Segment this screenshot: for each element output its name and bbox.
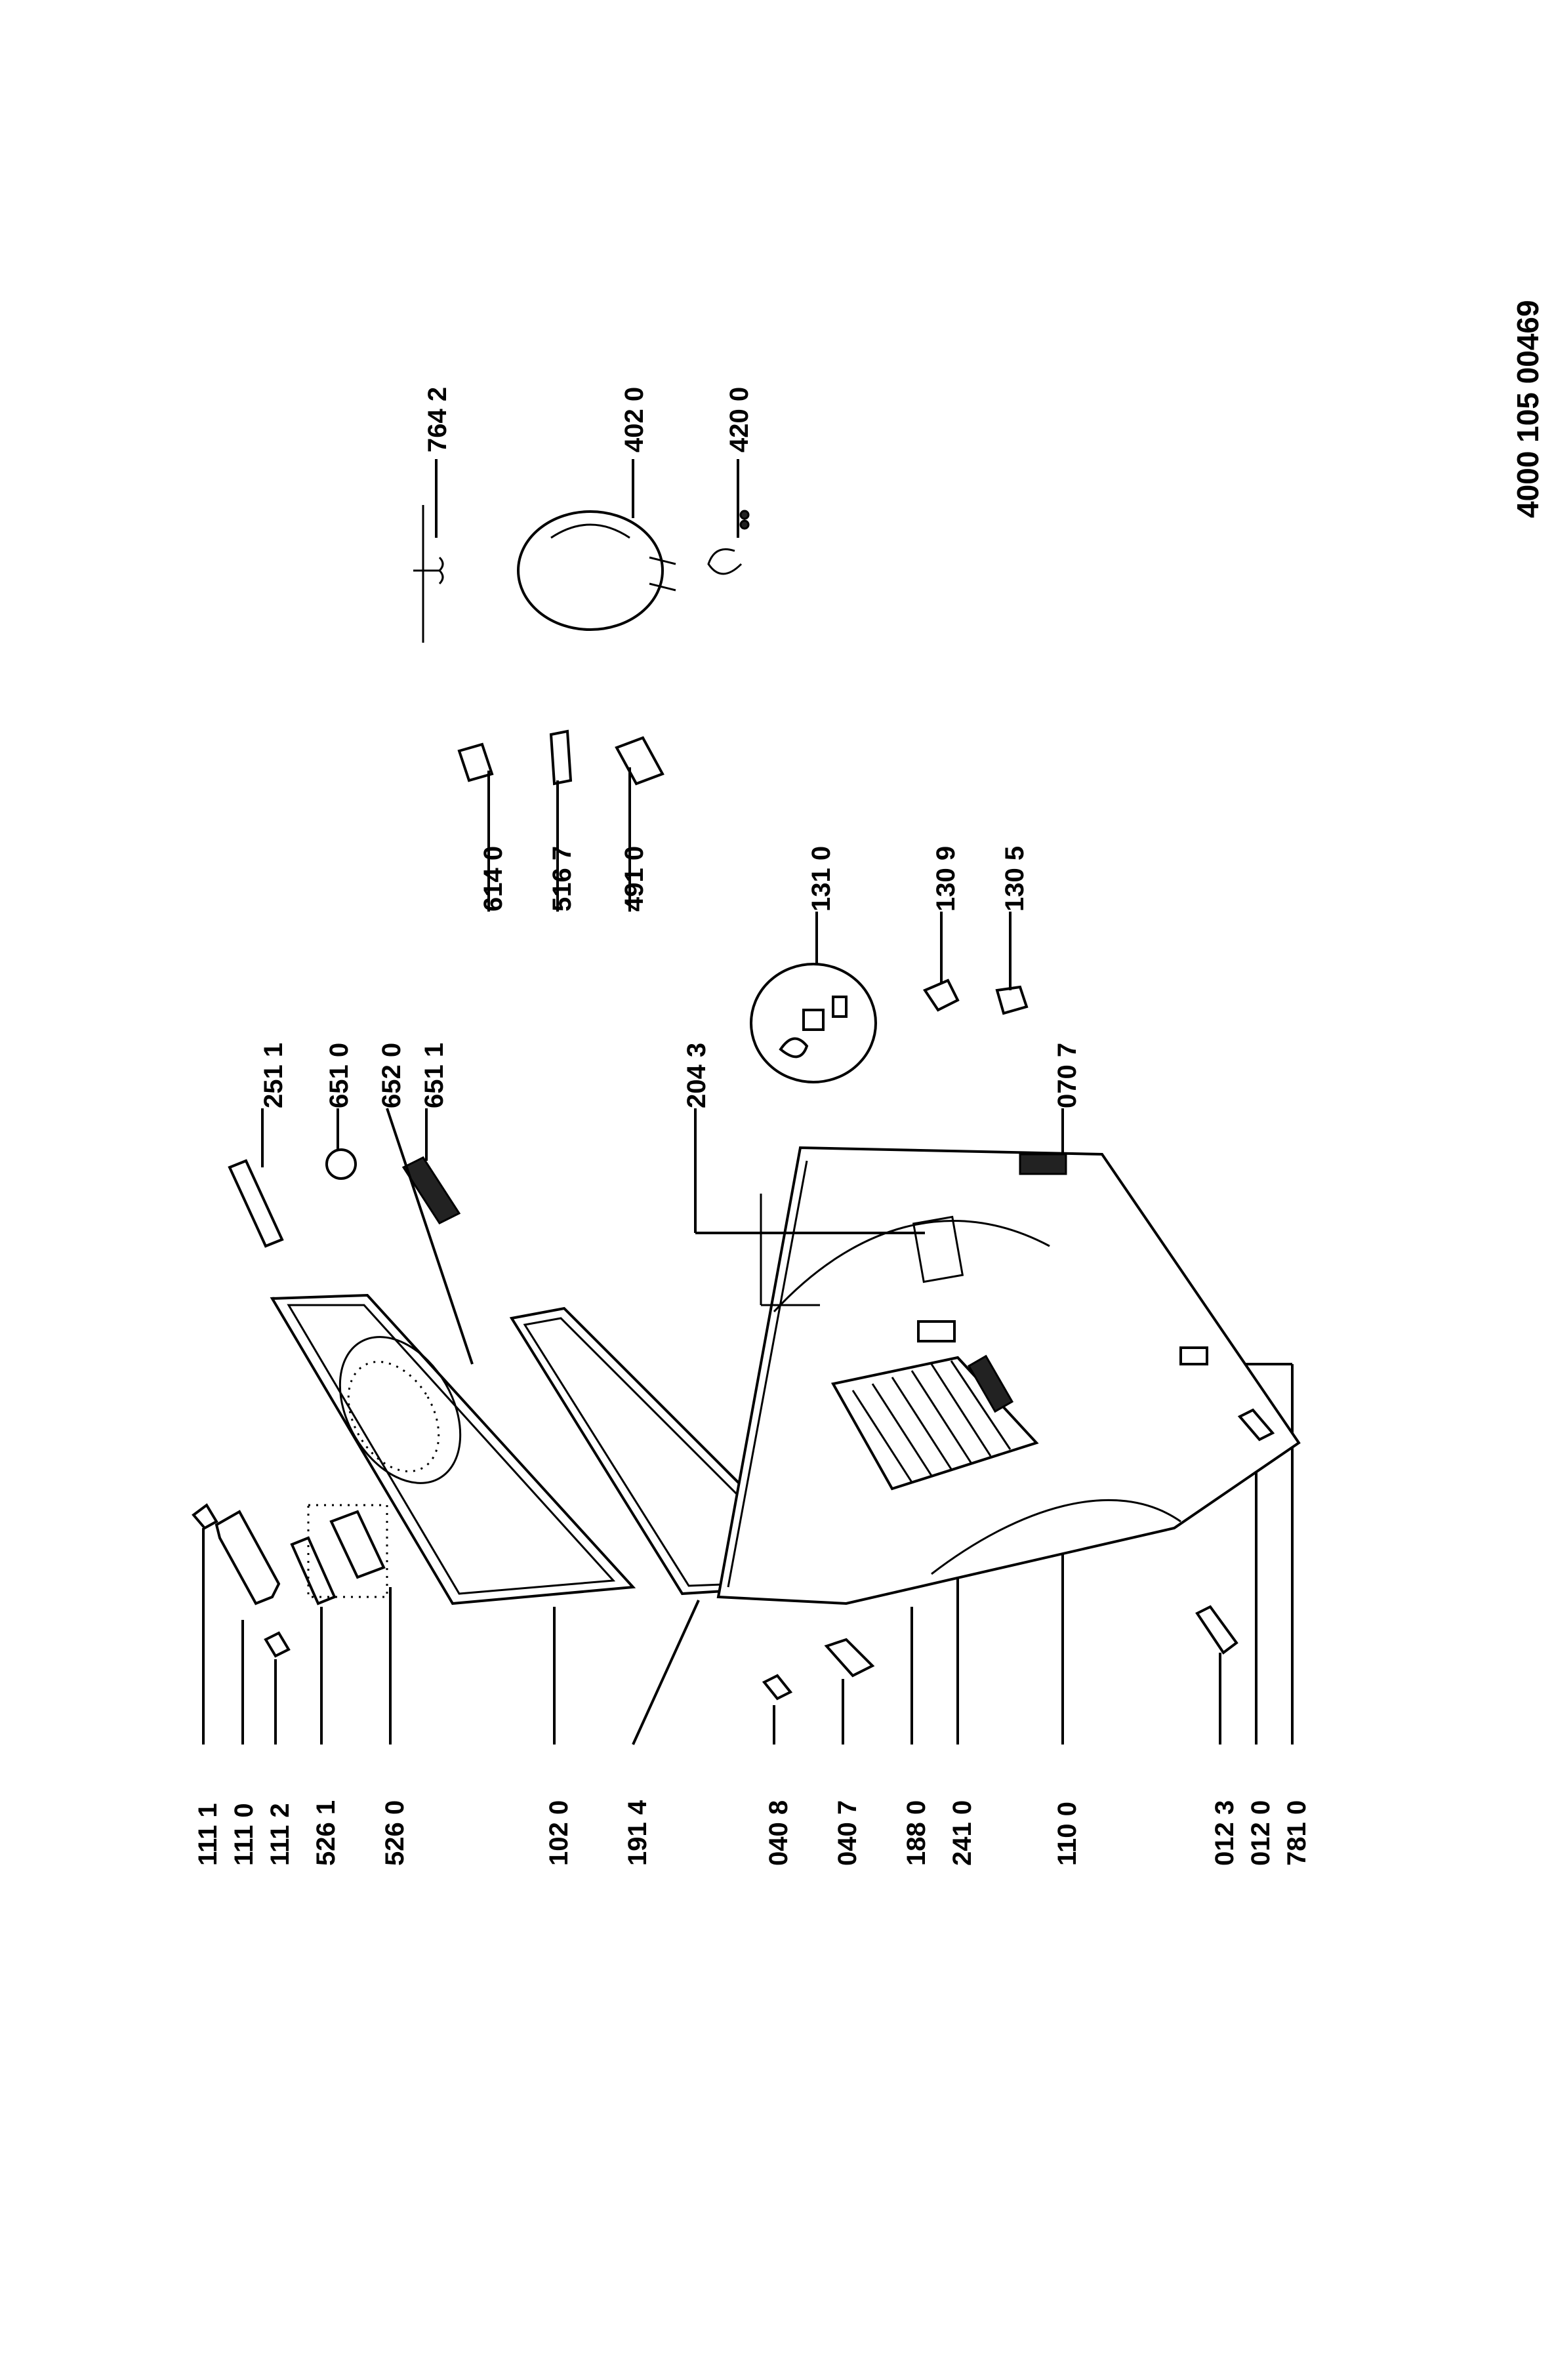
lamp-parts: [228, 1148, 461, 1248]
cabinet-foot-part: [1179, 1346, 1208, 1365]
label-652-0: 652 0: [377, 1043, 406, 1108]
lamp-labels: 251 1 651 0 652 0 651 1: [259, 1043, 449, 1108]
lid-outer: [270, 1293, 636, 1605]
label-102-0: 102 0: [544, 1800, 573, 1866]
label-614-0: 614 0: [479, 846, 508, 912]
compressor-group: [413, 505, 750, 643]
basket-divider-part: [967, 1354, 1014, 1413]
freezer-cabinet: [716, 1146, 1301, 1605]
label-111-0: 111 0: [230, 1803, 258, 1866]
label-040-7: 040 7: [833, 1800, 862, 1866]
evaporator-panel: [912, 1215, 964, 1283]
label-402-0: 402 0: [620, 387, 649, 453]
lamp-leader-lines: [261, 1108, 474, 1365]
lid-inner-frame: [287, 1304, 616, 1595]
label-651-0: 651 0: [325, 1043, 354, 1108]
label-241-0: 241 0: [948, 1800, 977, 1866]
cabinet-liner-curve: [773, 1220, 1050, 1313]
electrical-parts: [457, 729, 1029, 1083]
lock-part: [290, 1536, 337, 1605]
label-781-0: 781 0: [1282, 1800, 1311, 1866]
cabinet-body: [716, 1146, 1301, 1605]
cabinet-leader-lines: [694, 1108, 1064, 1234]
small-hinge-parts: [762, 1408, 1275, 1701]
foot-bracket-part: [1195, 1605, 1238, 1655]
label-526-1: 526 1: [312, 1800, 340, 1866]
cabinet-labels: 204 3 070 7: [682, 1043, 1082, 1108]
lamp-holder-part: [401, 1156, 461, 1224]
electrical-labels: 131 0 130 9 130 5 614 0 516 7 491 0: [479, 846, 1029, 912]
overload-part: [995, 985, 1029, 1015]
freezer-lid: [270, 1293, 636, 1605]
lamp-cover-part: [228, 1159, 284, 1248]
label-516-7: 516 7: [548, 846, 577, 912]
label-251-1: 251 1: [259, 1043, 288, 1108]
thermostat-part: [457, 742, 494, 782]
starter-part: [707, 548, 743, 575]
hinge-part: [762, 1674, 793, 1701]
label-188-0: 188 0: [902, 1800, 931, 1866]
label-191-4: 191 4: [623, 1800, 652, 1866]
label-012-0: 012 0: [1246, 1800, 1275, 1866]
label-110-0: 110 0: [1053, 1802, 1082, 1866]
leveling-foot-part: [1237, 1408, 1275, 1442]
label-130-9: 130 9: [931, 846, 960, 912]
compressor-labels: 764 2 402 0 420 0: [423, 387, 754, 453]
lid-handle-parts: [192, 1503, 388, 1658]
handle-end-cap-part: [192, 1503, 218, 1530]
filter-drier-part: [413, 556, 444, 585]
label-651-1: 651 1: [420, 1043, 449, 1108]
label-111-2: 111 2: [266, 1803, 295, 1866]
control-panel-part: [329, 1510, 386, 1579]
compressor-bracket-part: [615, 736, 665, 786]
label-040-8: 040 8: [764, 1800, 793, 1866]
label-204-3: 204 3: [682, 1043, 711, 1108]
handle-end-cap-part-2: [264, 1631, 291, 1658]
capillary-bracket-part: [549, 729, 573, 786]
label-111-1: 111 1: [194, 1803, 222, 1866]
thermostat-knob-housing: [917, 1320, 956, 1342]
lid-handle-part: [215, 1510, 281, 1605]
label-526-0: 526 0: [380, 1800, 409, 1866]
compressor-body: [517, 510, 664, 631]
control-panel-outline: [307, 1504, 388, 1598]
electrical-leader-lines: [487, 767, 1012, 990]
vent-grille-part: [1019, 1153, 1067, 1175]
label-130-5: 130 5: [1000, 846, 1029, 912]
lamp-bulb-part: [325, 1148, 357, 1180]
label-070-7: 070 7: [1053, 1043, 1082, 1108]
compressor-leader-lines: [435, 459, 739, 538]
drain-plug-part: [824, 1638, 875, 1678]
label-012-3: 012 3: [1210, 1800, 1239, 1866]
label-131-0: 131 0: [807, 846, 836, 912]
left-labels: 111 1 111 0 111 2 526 1 526 0 102 0 191 …: [194, 1800, 1311, 1866]
relay-part: [923, 978, 960, 1012]
document-code: 4000 105 00469: [1511, 300, 1545, 518]
lid-liner-cutaway: [338, 1336, 462, 1484]
label-491-0: 491 0: [620, 846, 649, 912]
label-420-0: 420 0: [725, 387, 754, 453]
label-764-2: 764 2: [423, 387, 452, 453]
